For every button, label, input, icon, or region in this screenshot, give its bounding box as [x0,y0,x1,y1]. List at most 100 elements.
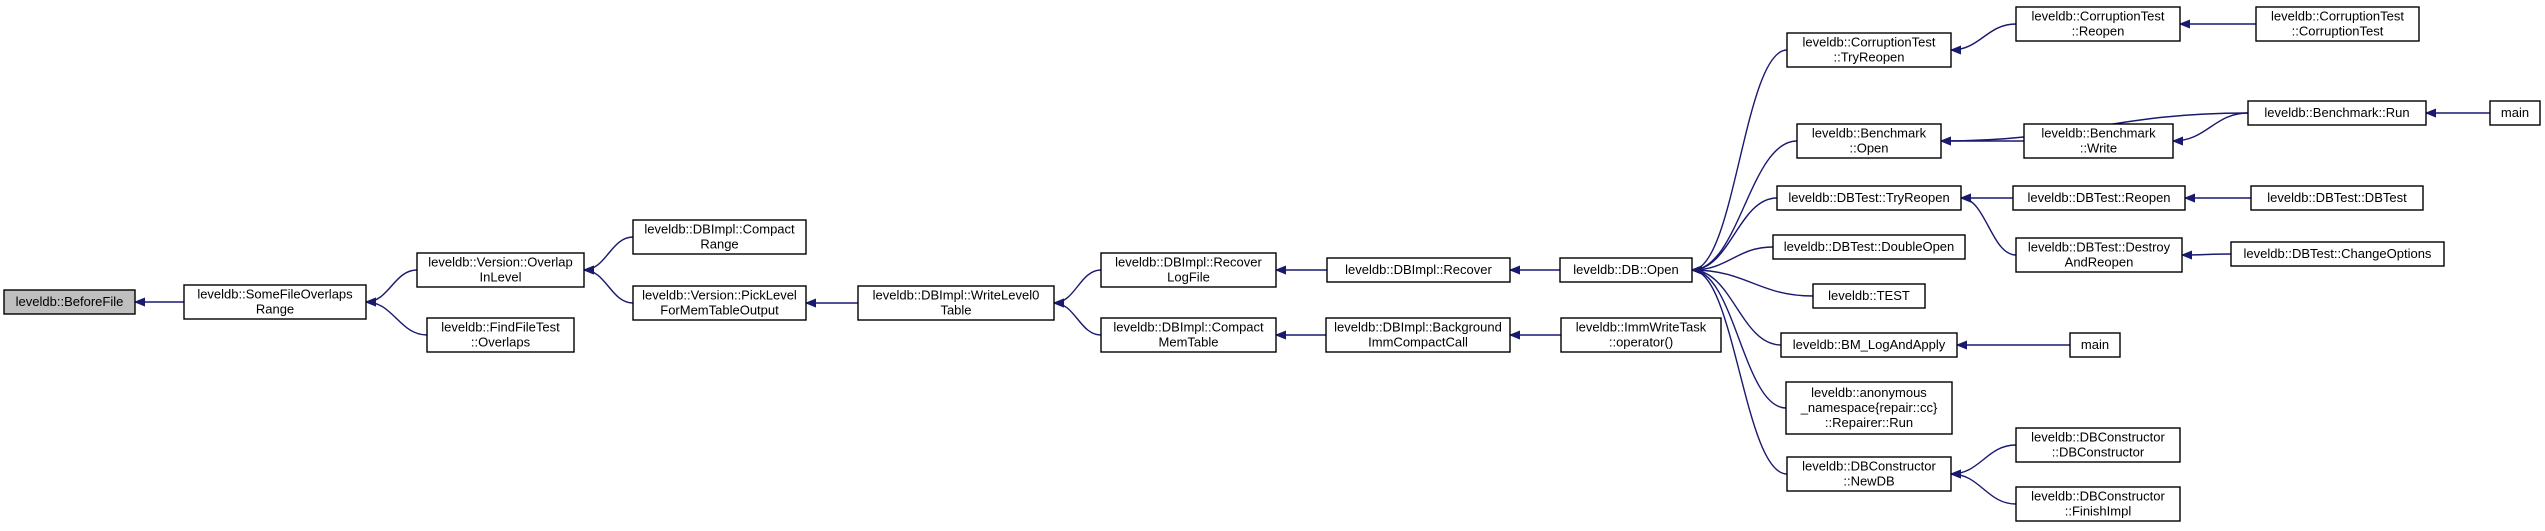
node-label: Table [940,303,971,318]
node-box [2069,332,2121,358]
edge-leveldb_test-to-dbopen [1692,270,1814,297]
node-box [1776,185,1962,211]
node-label: leveldb::Benchmark::Run [2264,105,2409,120]
node-corruption_tryreopen[interactable]: leveldb::CorruptionTest::TryReopen [1786,32,1952,68]
node-dbtest_changeoptions[interactable]: leveldb::DBTest::ChangeOptions [2230,241,2445,267]
node-repairer_run[interactable]: leveldb::anonymous_namespace{repair::cc}… [1785,381,1953,435]
node-main2[interactable]: main [2069,332,2121,358]
node-label: leveldb::FindFileTest [441,320,560,335]
edge-compactrange-to-overlapinlevel [583,236,634,270]
node-label: leveldb::CorruptionTest [1803,35,1936,50]
edge-benchmark_run-to-benchmark_write [2173,112,2249,141]
node-label: InLevel [480,270,522,285]
node-label: leveldb::DBTest::DoubleOpen [1784,239,1955,254]
node-label: ForMemTableOutput [660,303,779,318]
node-label: leveldb::ImmWriteTask [1576,320,1707,335]
node-box [632,285,807,321]
node-label: ::CorruptionTest [2292,24,2384,39]
node-label: ::FinishImpl [2065,504,2132,519]
edge-bm_logandapply-to-dbopen [1692,270,1782,346]
node-box [426,317,575,353]
edge-corruption_reopen-to-corruption_tryreopen [1951,23,2017,50]
node-label: leveldb::Benchmark [1812,126,1927,141]
edge-findfiletest_overlaps-to-somefileoverlaps [366,302,428,336]
node-box [2015,237,2183,273]
node-box [2015,427,2181,463]
node-corruption_ctor[interactable]: leveldb::CorruptionTest::CorruptionTest [2255,6,2420,42]
node-dbtest_ctor[interactable]: leveldb::DBTest::DBTest [2250,185,2424,211]
edge-layer [135,23,2490,505]
node-label: main [2501,105,2529,120]
edge-picklevel-to-overlapinlevel [583,270,634,304]
node-main1[interactable]: main [2489,100,2541,126]
node-benchmark_open[interactable]: leveldb::Benchmark::Open [1796,123,1942,159]
node-benchmark_write[interactable]: leveldb::Benchmark::Write [2023,123,2174,159]
node-leveldb_test[interactable]: leveldb::TEST [1812,283,1926,309]
node-label: leveldb::Version::PickLevel [642,288,797,303]
node-box [1786,456,1952,492]
node-layer: leveldb::BeforeFile leveldb::SomeFileOver… [3,6,2541,522]
node-label: ::Overlaps [471,335,531,350]
edge-recoverlogfile-to-writelevel0 [1053,269,1102,303]
node-label: MemTable [1159,335,1219,350]
node-dbconstructor_finishimpl[interactable]: leveldb::DBConstructor::FinishImpl [2015,486,2181,522]
edge-benchmark_open-to-dbopen [1692,140,1798,270]
edge-dbconstructor_newdb-to-dbopen [1691,270,1788,475]
edge-dbtest_changeoptions-to-dbtest_destroyandreopen [2182,254,2232,255]
node-label: leveldb::DBImpl::Recover [1345,262,1492,277]
node-label: leveldb::BeforeFile [16,294,124,309]
node-label: leveldb::BM_LogAndApply [1793,337,1946,352]
node-box [1326,257,1511,283]
node-findfiletest_overlaps[interactable]: leveldb::FindFileTest::Overlaps [426,317,575,353]
node-label: leveldb::DBConstructor [2031,430,2165,445]
node-dbconstructor_newdb[interactable]: leveldb::DBConstructor::NewDB [1786,456,1952,492]
node-dbconstructor_ctor[interactable]: leveldb::DBConstructor::DBConstructor [2015,427,2181,463]
node-dbtest_doubleopen[interactable]: leveldb::DBTest::DoubleOpen [1772,234,1966,260]
node-box [183,284,367,320]
node-backgroundcall[interactable]: leveldb::DBImpl::BackgroundImmCompactCal… [1325,317,1511,353]
node-corruption_reopen[interactable]: leveldb::CorruptionTest::Reopen [2015,6,2181,42]
node-box [2255,6,2420,42]
node-label: leveldb::TEST [1828,288,1910,303]
node-box [3,289,136,315]
edge-dbtest_doubleopen-to-dbopen [1692,246,1774,270]
node-box [1785,381,1953,435]
node-dbtest_reopen[interactable]: leveldb::DBTest::Reopen [2012,185,2186,211]
node-label: leveldb::CorruptionTest [2032,9,2165,24]
edge-repairer_run-to-dbopen [1691,270,1787,409]
node-label: leveldb::DBImpl::Recover [1115,255,1262,270]
node-benchmark_run[interactable]: leveldb::Benchmark::Run [2247,100,2427,126]
node-label: ::Open [1849,141,1888,156]
node-label: main [2081,337,2109,352]
edge-dbtest_tryreopen-to-dbopen [1692,197,1778,270]
node-box [1786,32,1952,68]
node-label: leveldb::DBTest::DBTest [2267,190,2407,205]
node-label: Range [700,237,738,252]
node-box [2015,6,2181,42]
node-immwritetask[interactable]: leveldb::ImmWriteTask::operator() [1560,317,1722,353]
edge-dbconstructor_ctor-to-dbconstructor_newdb [1951,444,2017,474]
node-label: ::Reopen [2072,24,2125,39]
node-beforefile[interactable]: leveldb::BeforeFile [3,289,136,315]
node-label: Range [256,302,294,317]
node-label: leveldb::anonymous [1811,385,1927,400]
node-box [1812,283,1926,309]
node-label: leveldb::CorruptionTest [2271,9,2404,24]
node-dbtest_tryreopen[interactable]: leveldb::DBTest::TryReopen [1776,185,1962,211]
node-picklevel[interactable]: leveldb::Version::PickLevelForMemTableOu… [632,285,807,321]
node-bm_logandapply[interactable]: leveldb::BM_LogAndApply [1780,332,1958,358]
node-label: leveldb::DBImpl::Background [1334,320,1502,335]
node-recover[interactable]: leveldb::DBImpl::Recover [1326,257,1511,283]
node-dbopen[interactable]: leveldb::DB::Open [1559,257,1693,283]
node-label: leveldb::DBImpl::Compact [644,222,795,237]
node-label: ImmCompactCall [1368,335,1468,350]
node-label: leveldb::DBTest::Destroy [2028,240,2171,255]
